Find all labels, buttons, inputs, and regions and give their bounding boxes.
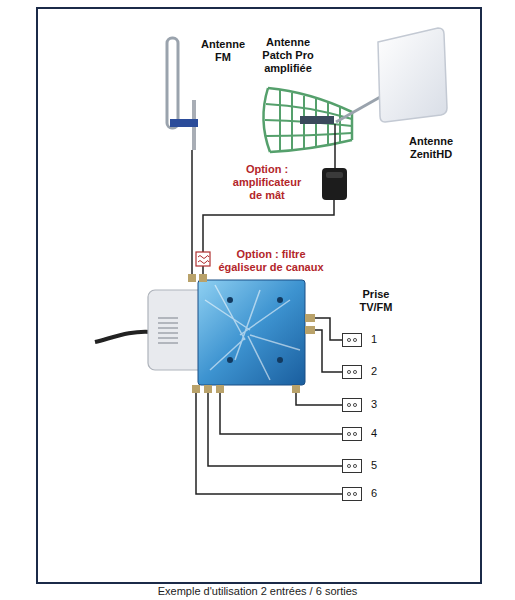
coax-cable [202, 266, 204, 274]
callout-number: 5 [371, 459, 377, 472]
outlet-wires [315, 330, 342, 372]
socket-hole [347, 370, 350, 373]
mast-amplifier [322, 124, 347, 200]
socket-hole [353, 403, 356, 406]
tv-fm-socket: 3 [342, 398, 362, 412]
antenna-label: Antenne Patch Pro amplifiée [252, 36, 324, 75]
tv-fm-socket: 2 [342, 365, 362, 379]
patch-pro-antenna [339, 106, 341, 143]
patch-pro-antenna [263, 88, 382, 152]
socket-hole [347, 432, 350, 435]
distribution-amplifier [305, 314, 315, 322]
socket-hole [347, 338, 350, 341]
distribution-amplifier [199, 274, 207, 282]
distribution-amplifier [188, 274, 196, 282]
distribution-amplifier [205, 285, 300, 380]
distribution-amplifier [227, 357, 233, 363]
callout-number: 4 [371, 427, 377, 440]
socket-hole [353, 492, 356, 495]
patch-pro-antenna [279, 90, 281, 152]
option-note: Option : filtre égaliseur de canaux [213, 248, 329, 274]
channel-filter [198, 256, 209, 264]
tv-fm-socket: 6 [342, 487, 362, 501]
distribution-amplifier [158, 332, 178, 334]
socket-hole [347, 403, 350, 406]
antenna-label: Antenne ZenitHD [400, 135, 462, 161]
distribution-amplifier [148, 290, 206, 370]
outlet-wires [296, 393, 342, 405]
socket-face [343, 366, 361, 378]
distribution-amplifier [192, 385, 200, 393]
distribution-amplifier [148, 274, 315, 393]
outlet-wires [208, 393, 342, 466]
channel-filter [196, 252, 210, 266]
page-frame [37, 8, 481, 583]
socket-face [343, 488, 361, 500]
socket-face [343, 460, 361, 472]
fm-antenna [170, 119, 198, 127]
outlet-wires [196, 393, 342, 494]
tv-fm-socket: 1 [342, 333, 362, 347]
outlet-wires [220, 393, 342, 434]
mast-amplifier [322, 168, 347, 200]
mast-amplifier [334, 124, 336, 168]
distribution-amplifier [277, 357, 283, 363]
distribution-amplifier [158, 322, 178, 324]
antenna-label: Antenne FM [197, 38, 249, 64]
socket-face [343, 399, 361, 411]
coax-cable [191, 150, 193, 274]
distribution-amplifier [292, 385, 300, 393]
fm-antenna [167, 38, 178, 128]
option-note: Option : amplificateur de mât [226, 163, 308, 202]
distribution-amplifier [216, 385, 224, 393]
power-cable [95, 332, 152, 342]
power-cable [95, 332, 152, 342]
patch-pro-antenna [336, 96, 382, 122]
callout-number: 2 [371, 365, 377, 378]
callout-number: 3 [371, 398, 377, 411]
outlet-heading: Prise TV/FM [350, 288, 402, 314]
socket-hole [353, 370, 356, 373]
figure-caption: Exemple d'utilisation 2 entrées / 6 sort… [0, 585, 515, 598]
distribution-amplifier [198, 280, 305, 385]
coax-cable [203, 200, 334, 252]
socket-hole [347, 464, 350, 467]
distribution-amplifier [305, 326, 315, 334]
distribution-amplifier [277, 297, 283, 303]
socket-face [343, 334, 361, 346]
patch-pro-antenna [291, 93, 293, 151]
tv-fm-socket: 4 [342, 427, 362, 441]
fm-antenna [167, 38, 198, 150]
page-frame [37, 8, 481, 583]
tv-fm-socket: 5 [342, 459, 362, 473]
distribution-amplifier [227, 297, 233, 303]
distribution-amplifier [158, 342, 178, 344]
mast-amplifier [326, 172, 343, 178]
outlet-wires [315, 318, 342, 340]
distribution-amplifier [158, 337, 178, 339]
channel-filter [196, 252, 210, 266]
socket-hole [353, 338, 356, 341]
callout-number: 1 [371, 333, 377, 346]
callout-number: 6 [371, 487, 377, 500]
patch-pro-antenna [300, 116, 334, 124]
zenithd-panel [378, 28, 447, 122]
distribution-amplifier [204, 385, 212, 393]
outlet-wires [196, 318, 342, 494]
socket-face [343, 428, 361, 440]
coax-cable [192, 150, 334, 274]
socket-hole [353, 432, 356, 435]
zenithd-panel [378, 28, 447, 122]
distribution-amplifier [158, 317, 178, 319]
socket-hole [347, 492, 350, 495]
socket-hole [353, 464, 356, 467]
distribution-amplifier [158, 327, 178, 329]
